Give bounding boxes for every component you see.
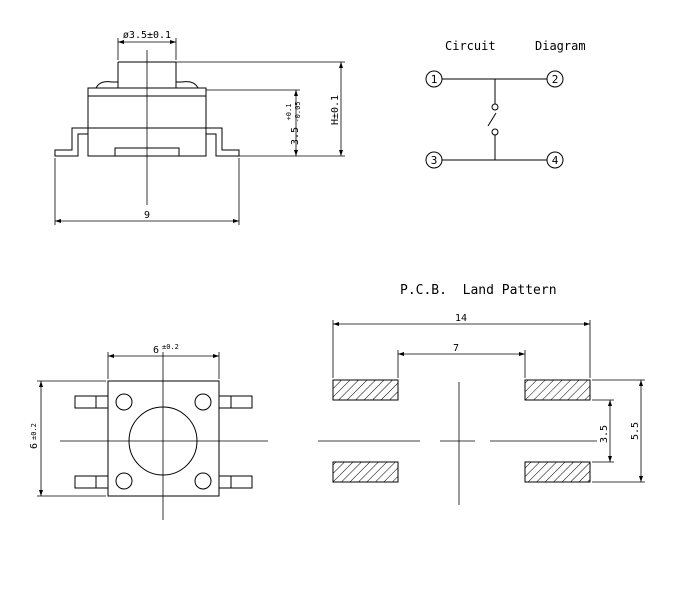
- top-view: 6 ±0.2 6 ±0.2: [29, 343, 268, 520]
- pad-top-right: [524, 379, 591, 401]
- dim-span-label: 5.5: [630, 422, 641, 440]
- dim-top-height-base: 6: [29, 443, 40, 449]
- pin-4-label: 4: [552, 154, 559, 167]
- dim-width-label: 9: [144, 210, 150, 221]
- pad-bottom-left: [332, 461, 399, 483]
- switch-contact-top: [491, 103, 499, 111]
- dim-body-height-base: 3.5: [290, 127, 301, 145]
- switch-contact-bottom: [491, 128, 499, 136]
- dim-body-tol-minus: -0.05: [294, 101, 302, 122]
- dim-diameter-label: ø3.5±0.1: [123, 30, 171, 41]
- dim-body-tol-plus: +0.1: [285, 104, 293, 121]
- dim-height-label: H±0.1: [330, 95, 341, 125]
- dim-inner-label: 7: [453, 343, 459, 354]
- pin-2-label: 2: [552, 73, 559, 86]
- top-view-body: [107, 380, 220, 497]
- dim-outer-label: 14: [455, 313, 467, 324]
- pad-bottom-right: [524, 461, 591, 483]
- pad-top-left: [332, 379, 399, 401]
- circuit-title-word1: Circuit: [445, 39, 496, 53]
- pin-3-label: 3: [431, 154, 438, 167]
- pcb-title: P.C.B. Land Pattern: [400, 283, 557, 298]
- side-view: ø3.5±0.1 3.5 +0.1 -0.05 H±0.1: [54, 30, 345, 225]
- dim-top-height-tol: ±0.2: [30, 423, 38, 440]
- switch-lever: [487, 112, 497, 127]
- circuit-diagram: Circuit Diagram 1 2 3 4: [425, 39, 586, 169]
- circuit-title-word2: Diagram: [535, 39, 586, 53]
- dim-top-width-tol: ±0.2: [162, 343, 179, 351]
- dim-pitch-label: 3.5: [599, 425, 610, 443]
- dim-top-width-base: 6: [153, 345, 159, 356]
- pcb-land-pattern: P.C.B. Land Pattern 14 7 3.5 5.5: [318, 283, 645, 505]
- pin-1-label: 1: [431, 73, 438, 86]
